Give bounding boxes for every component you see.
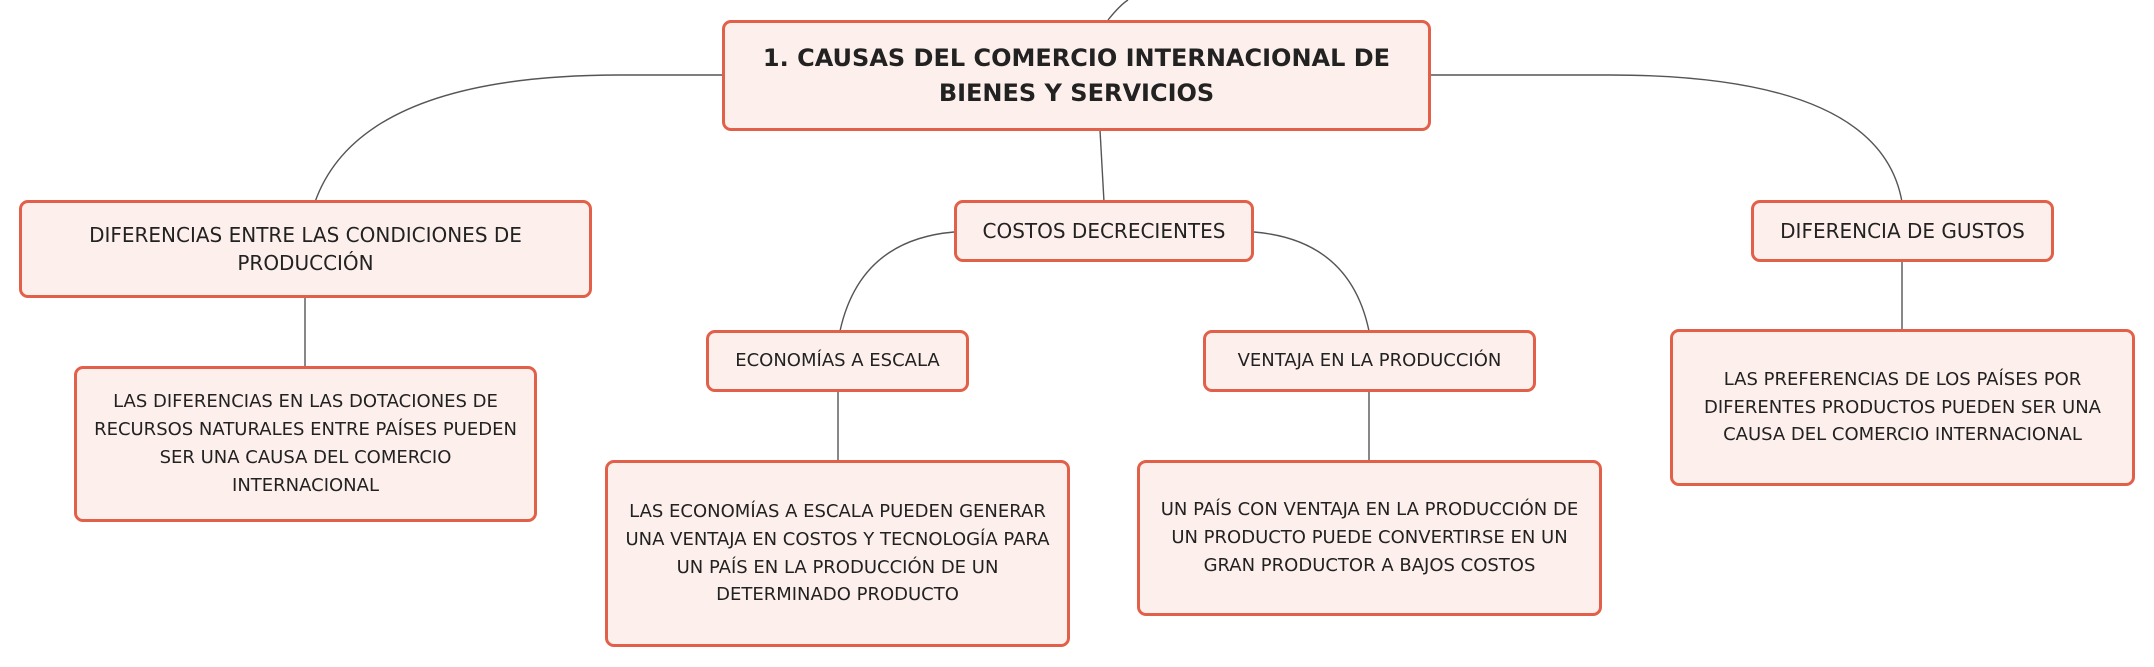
- root-node[interactable]: 1. CAUSAS DEL COMERCIO INTERNACIONAL DE …: [722, 20, 1431, 131]
- connector-costos-to-ventaja: [1253, 231, 1370, 332]
- node-detail-condiciones-text: LAS DIFERENCIAS EN LAS DOTACIONES DE REC…: [94, 391, 517, 496]
- node-detail-economias-text: LAS ECONOMÍAS A ESCALA PUEDEN GENERAR UN…: [625, 500, 1050, 606]
- node-detail-gustos[interactable]: LAS PREFERENCIAS DE LOS PAÍSES POR DIFER…: [1670, 329, 2135, 486]
- node-detail-gustos-text: LAS PREFERENCIAS DE LOS PAÍSES POR DIFER…: [1703, 368, 2101, 446]
- node-detail-condiciones[interactable]: LAS DIFERENCIAS EN LAS DOTACIONES DE REC…: [74, 366, 537, 522]
- node-economias-escala[interactable]: ECONOMÍAS A ESCALA: [706, 330, 969, 392]
- node-diferencia-gustos-label: DIFERENCIA DE GUSTOS: [1780, 219, 2025, 243]
- node-ventaja-produccion-label: VENTAJA EN LA PRODUCCIÓN: [1237, 350, 1502, 372]
- connector-root-to-costos: [1099, 129, 1105, 203]
- root-node-label: 1. CAUSAS DEL COMERCIO INTERNACIONAL DE …: [762, 43, 1391, 107]
- node-costos-decrecientes-label: COSTOS DECRECIENTES: [982, 219, 1226, 243]
- node-detail-ventaja-text: UN PAÍS CON VENTAJA EN LA PRODUCCIÓN DE …: [1160, 499, 1579, 576]
- node-diferencias-condiciones-label: DIFERENCIAS ENTRE LAS CONDICIONES DE PRO…: [89, 223, 522, 275]
- connector-root-to-condiciones: [314, 74, 722, 203]
- node-diferencias-condiciones[interactable]: DIFERENCIAS ENTRE LAS CONDICIONES DE PRO…: [19, 200, 592, 298]
- connector-costos-to-economias: [839, 231, 955, 332]
- connector-root-to-gustos: [1430, 74, 1903, 203]
- node-ventaja-produccion[interactable]: VENTAJA EN LA PRODUCCIÓN: [1203, 330, 1536, 392]
- node-costos-decrecientes[interactable]: COSTOS DECRECIENTES: [954, 200, 1254, 262]
- connector-offscreen-to-root: [1107, 0, 1129, 21]
- node-detail-ventaja[interactable]: UN PAÍS CON VENTAJA EN LA PRODUCCIÓN DE …: [1137, 460, 1602, 616]
- node-diferencia-gustos[interactable]: DIFERENCIA DE GUSTOS: [1751, 200, 2054, 262]
- node-detail-economias[interactable]: LAS ECONOMÍAS A ESCALA PUEDEN GENERAR UN…: [605, 460, 1070, 647]
- node-economias-escala-label: ECONOMÍAS A ESCALA: [735, 350, 940, 372]
